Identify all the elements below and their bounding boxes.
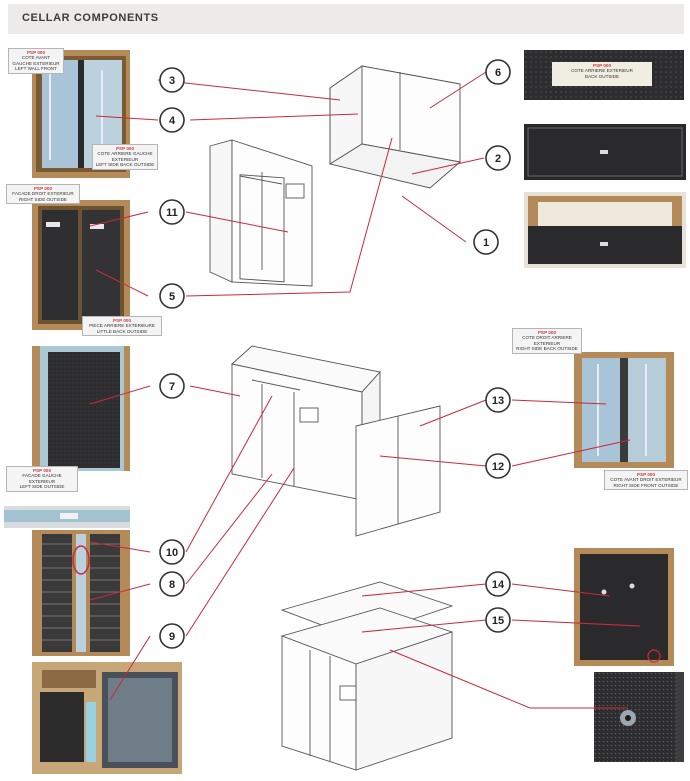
photo-panels-13-12 xyxy=(574,352,674,468)
callout-12: 12 xyxy=(485,453,511,479)
line-drawings xyxy=(209,65,462,771)
leader-10-photo xyxy=(89,541,151,553)
photo-panels-14-15 xyxy=(574,548,674,666)
leader-11-photo xyxy=(89,211,149,227)
callout-number: 3 xyxy=(169,75,175,87)
callout-4: 4 xyxy=(159,107,185,133)
leader-13 xyxy=(419,399,487,427)
leader-13-photo xyxy=(511,399,607,405)
leader-12 xyxy=(379,455,487,467)
photo-panels-10-8-9 xyxy=(32,530,130,656)
leader-8-photo xyxy=(89,583,151,601)
callout-number: 2 xyxy=(495,153,501,165)
leader-9-photo xyxy=(109,635,151,701)
callout-14: 14 xyxy=(485,571,511,597)
leader-10 xyxy=(185,395,273,553)
leader-14-photo xyxy=(511,583,611,597)
callout-number: 7 xyxy=(169,381,175,393)
callout-3: 3 xyxy=(159,67,185,93)
photo-panel-7 xyxy=(32,346,130,471)
photo-panels-11-5 xyxy=(32,200,130,330)
callout-number: 10 xyxy=(166,547,178,559)
callout-10: 10 xyxy=(159,539,185,565)
callout-9: 9 xyxy=(159,623,185,649)
leader-14 xyxy=(361,583,487,597)
leader-6 xyxy=(429,71,487,109)
leader-11 xyxy=(185,211,289,233)
leader-15-photo xyxy=(511,619,641,627)
photo-detail-closeup xyxy=(594,672,684,762)
callout-number: 12 xyxy=(492,461,504,473)
leader-7 xyxy=(189,385,241,397)
photo-panels-3-4 xyxy=(32,50,130,178)
callout-15: 15 xyxy=(485,607,511,633)
leader-detail xyxy=(389,649,628,709)
photo-panel-1 xyxy=(524,192,686,268)
callout-5: 5 xyxy=(159,283,185,309)
callout-7: 7 xyxy=(159,373,185,399)
leader-5 xyxy=(185,137,393,297)
callout-8: 8 xyxy=(159,571,185,597)
leader-4 xyxy=(189,113,359,121)
callout-2: 2 xyxy=(485,145,511,171)
callout-number: 15 xyxy=(492,615,504,627)
callout-number: 6 xyxy=(495,67,501,79)
leader-8 xyxy=(185,473,273,585)
callout-number: 14 xyxy=(492,579,505,591)
callout-number: 1 xyxy=(483,237,489,249)
callout-number: 9 xyxy=(169,631,175,643)
callout-number: 5 xyxy=(169,291,175,303)
leader-12-photo xyxy=(511,439,631,467)
leader-3 xyxy=(157,79,341,101)
leader-15 xyxy=(361,619,487,633)
callout-13: 13 xyxy=(485,387,511,413)
leader-7-photo xyxy=(89,385,151,405)
photo-panel-2 xyxy=(524,124,686,180)
callout-6: 6 xyxy=(485,59,511,85)
leader-1 xyxy=(401,195,467,243)
photo-trim-strip xyxy=(4,506,130,528)
leader-lines xyxy=(89,71,641,709)
callout-number: 11 xyxy=(166,207,178,219)
callout-number: 4 xyxy=(169,115,176,127)
leader-4-photo xyxy=(95,115,159,121)
callout-1: 1 xyxy=(473,229,499,255)
section-header: CELLAR COMPONENTS xyxy=(8,4,684,34)
photo-door-glass xyxy=(32,662,182,774)
leader-9 xyxy=(185,467,295,637)
leader-2 xyxy=(411,157,485,175)
callout-11: 11 xyxy=(159,199,185,225)
leader-5-photo xyxy=(95,269,149,297)
callout-number: 13 xyxy=(492,395,504,407)
callout-number: 8 xyxy=(169,579,175,591)
photo-panel-6 xyxy=(524,50,684,100)
page-title: CELLAR COMPONENTS xyxy=(22,12,159,24)
